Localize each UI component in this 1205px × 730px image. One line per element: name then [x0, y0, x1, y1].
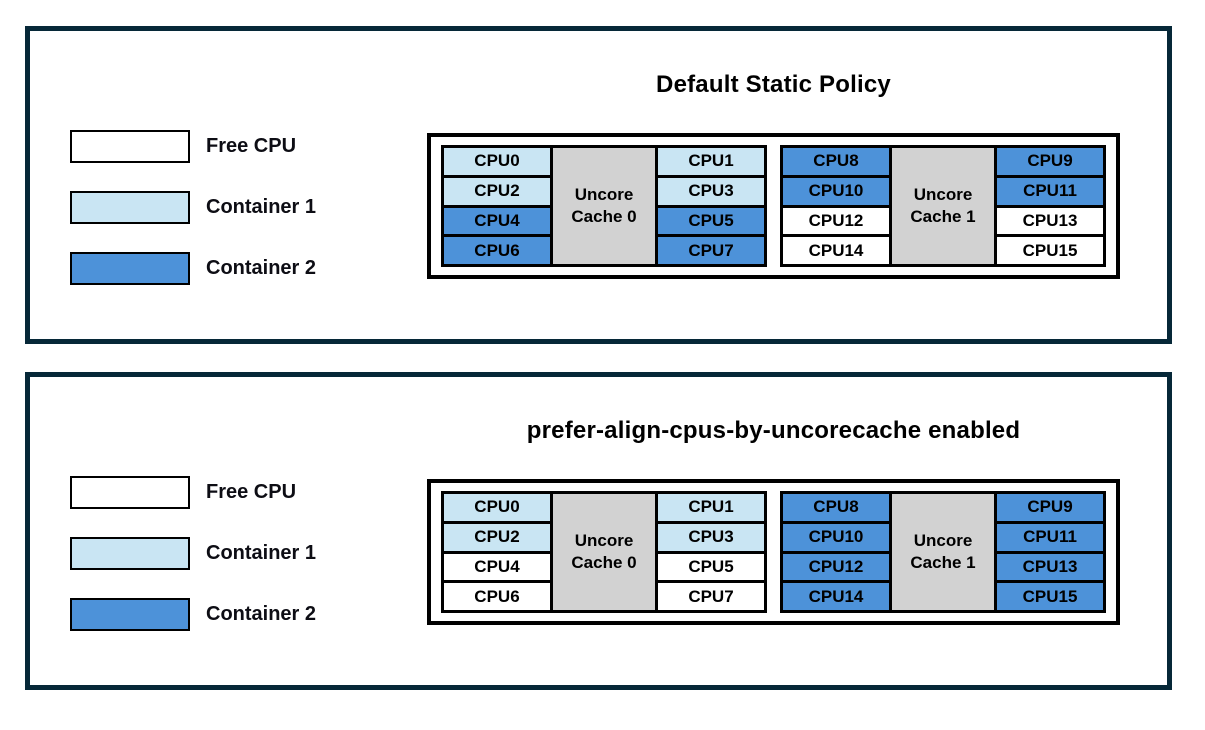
cpu-cell: CPU2 [444, 523, 550, 551]
cpu-cell: CPU9 [997, 148, 1103, 175]
cpu-cell: CPU14 [783, 237, 889, 264]
legend-label: Container 1 [206, 196, 317, 218]
uncore-cache-block-1: CPU8 CPU10 CPU12 CPU14 Uncore Cache 1 CP… [780, 145, 1106, 267]
legend-label: Free CPU [206, 135, 297, 157]
legend-swatch-container-2 [70, 598, 190, 631]
cpu-cell: CPU15 [997, 583, 1103, 610]
cpu-cell: CPU11 [997, 177, 1103, 205]
cpu-cell: CPU10 [783, 177, 889, 205]
cpu-cell: CPU3 [658, 177, 764, 205]
legend-item-container-1: Container 1 [70, 537, 316, 570]
cpu-topology-diagram: CPU0 CPU2 CPU4 CPU6 Uncore Cache 0 CPU1 … [427, 479, 1120, 625]
legend: Free CPU Container 1 Container 2 [70, 130, 316, 313]
cpu-cell: CPU12 [783, 207, 889, 235]
legend-label: Container 2 [206, 603, 317, 625]
legend-item-container-2: Container 2 [70, 598, 316, 631]
cpu-cell: CPU5 [658, 207, 764, 235]
cpu-cell: CPU4 [444, 553, 550, 581]
legend-swatch-container-2 [70, 252, 190, 285]
cpu-cell: CPU2 [444, 177, 550, 205]
panel-prefer-align-cpus-by-uncorecache: prefer-align-cpus-by-uncorecache enabled… [25, 372, 1172, 690]
cpu-cell: CPU8 [783, 494, 889, 521]
cpu-cell: CPU13 [997, 553, 1103, 581]
uncore-cache-cell: Uncore Cache 0 [552, 148, 656, 264]
cpu-cell: CPU1 [658, 494, 764, 521]
legend-label: Container 1 [206, 542, 317, 564]
cpu-cell: CPU6 [444, 237, 550, 264]
cpu-cell: CPU8 [783, 148, 889, 175]
cpu-cell: CPU3 [658, 523, 764, 551]
legend-item-container-1: Container 1 [70, 191, 316, 224]
legend-item-free-cpu: Free CPU [70, 476, 316, 509]
legend-swatch-container-1 [70, 191, 190, 224]
cpu-cell: CPU7 [658, 237, 764, 264]
cpu-cell: CPU0 [444, 148, 550, 175]
cpu-topology-diagram: CPU0 CPU2 CPU4 CPU6 Uncore Cache 0 CPU1 … [427, 133, 1120, 279]
uncore-cache-cell: Uncore Cache 1 [891, 494, 995, 610]
uncore-cache-block-0: CPU0 CPU2 CPU4 CPU6 Uncore Cache 0 CPU1 … [441, 145, 767, 267]
panel-title: Default Static Policy [656, 71, 891, 98]
cpu-cell: CPU6 [444, 583, 550, 610]
uncore-cache-block-1: CPU8 CPU10 CPU12 CPU14 Uncore Cache 1 CP… [780, 491, 1106, 613]
legend-item-free-cpu: Free CPU [70, 130, 316, 163]
cpu-cell: CPU0 [444, 494, 550, 521]
cpu-cell: CPU5 [658, 553, 764, 581]
cpu-cell: CPU14 [783, 583, 889, 610]
legend-swatch-container-1 [70, 537, 190, 570]
cpu-cell: CPU10 [783, 523, 889, 551]
cpu-cell: CPU12 [783, 553, 889, 581]
legend: Free CPU Container 1 Container 2 [70, 476, 316, 659]
legend-label: Container 2 [206, 257, 317, 279]
cpu-cell: CPU15 [997, 237, 1103, 264]
panel-title: prefer-align-cpus-by-uncorecache enabled [526, 417, 1021, 444]
uncore-cache-cell: Uncore Cache 1 [891, 148, 995, 264]
cpu-cell: CPU7 [658, 583, 764, 610]
uncore-cache-block-0: CPU0 CPU2 CPU4 CPU6 Uncore Cache 0 CPU1 … [441, 491, 767, 613]
uncore-cache-cell: Uncore Cache 0 [552, 494, 656, 610]
legend-item-container-2: Container 2 [70, 252, 316, 285]
legend-swatch-free-cpu [70, 130, 190, 163]
cpu-cell: CPU4 [444, 207, 550, 235]
cpu-cell: CPU13 [997, 207, 1103, 235]
legend-swatch-free-cpu [70, 476, 190, 509]
cpu-cell: CPU9 [997, 494, 1103, 521]
cpu-cell: CPU1 [658, 148, 764, 175]
panel-default-static-policy: Default Static Policy Free CPU Container… [25, 26, 1172, 344]
legend-label: Free CPU [206, 481, 297, 503]
cpu-cell: CPU11 [997, 523, 1103, 551]
